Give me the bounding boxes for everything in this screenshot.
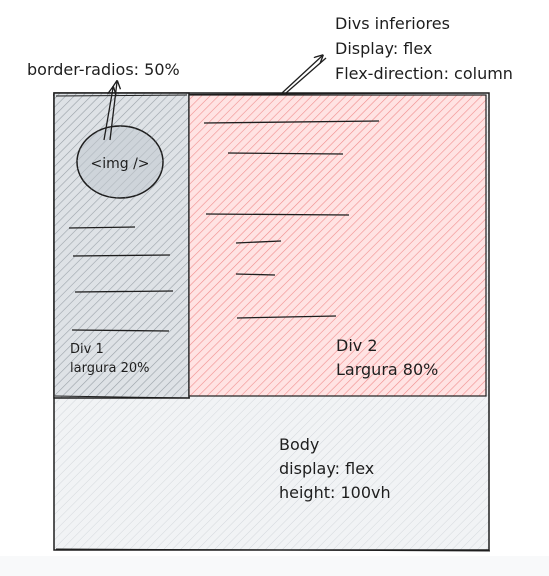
div1-line: [74, 290, 174, 293]
img-label: <img />: [90, 156, 149, 172]
body-caption-line-1: Body: [279, 435, 319, 454]
div2-line: [205, 213, 350, 216]
div1-line: [72, 254, 171, 257]
div2-line: [227, 152, 344, 155]
div2-caption-line-2: Largura 80%: [336, 360, 438, 379]
body-caption-line-2: display: flex: [279, 459, 374, 478]
flex-arrow: [281, 56, 322, 94]
div1-caption-line-2: largura 20%: [70, 361, 150, 376]
flex-arrow-2: [285, 57, 327, 94]
div2-line: [235, 273, 276, 276]
div2-text-lines: [203, 120, 380, 319]
flex-note-line-2: Display: flex: [335, 39, 432, 58]
div1-line: [68, 226, 136, 229]
div2-line: [235, 240, 282, 244]
div1-text-lines: [68, 226, 174, 332]
annotation-arrows: [103, 56, 327, 141]
div2-box: [188, 94, 487, 397]
radius-arrow: [103, 88, 113, 141]
div2-line: [203, 120, 380, 124]
flex-note-line-1: Divs inferiores: [335, 14, 450, 33]
radius-note: border-radios: 50%: [27, 60, 180, 79]
div2-caption-line-1: Div 2: [336, 336, 378, 355]
body-caption-line-3: height: 100vh: [279, 483, 391, 502]
img-placeholder-circle: <img />: [76, 125, 164, 199]
flex-note-line-3: Flex-direction: column: [335, 64, 513, 83]
div1-caption-line-1: Div 1: [70, 342, 104, 357]
div1-line: [71, 329, 170, 332]
radius-arrow-2: [109, 82, 117, 141]
div2-line: [236, 315, 337, 319]
